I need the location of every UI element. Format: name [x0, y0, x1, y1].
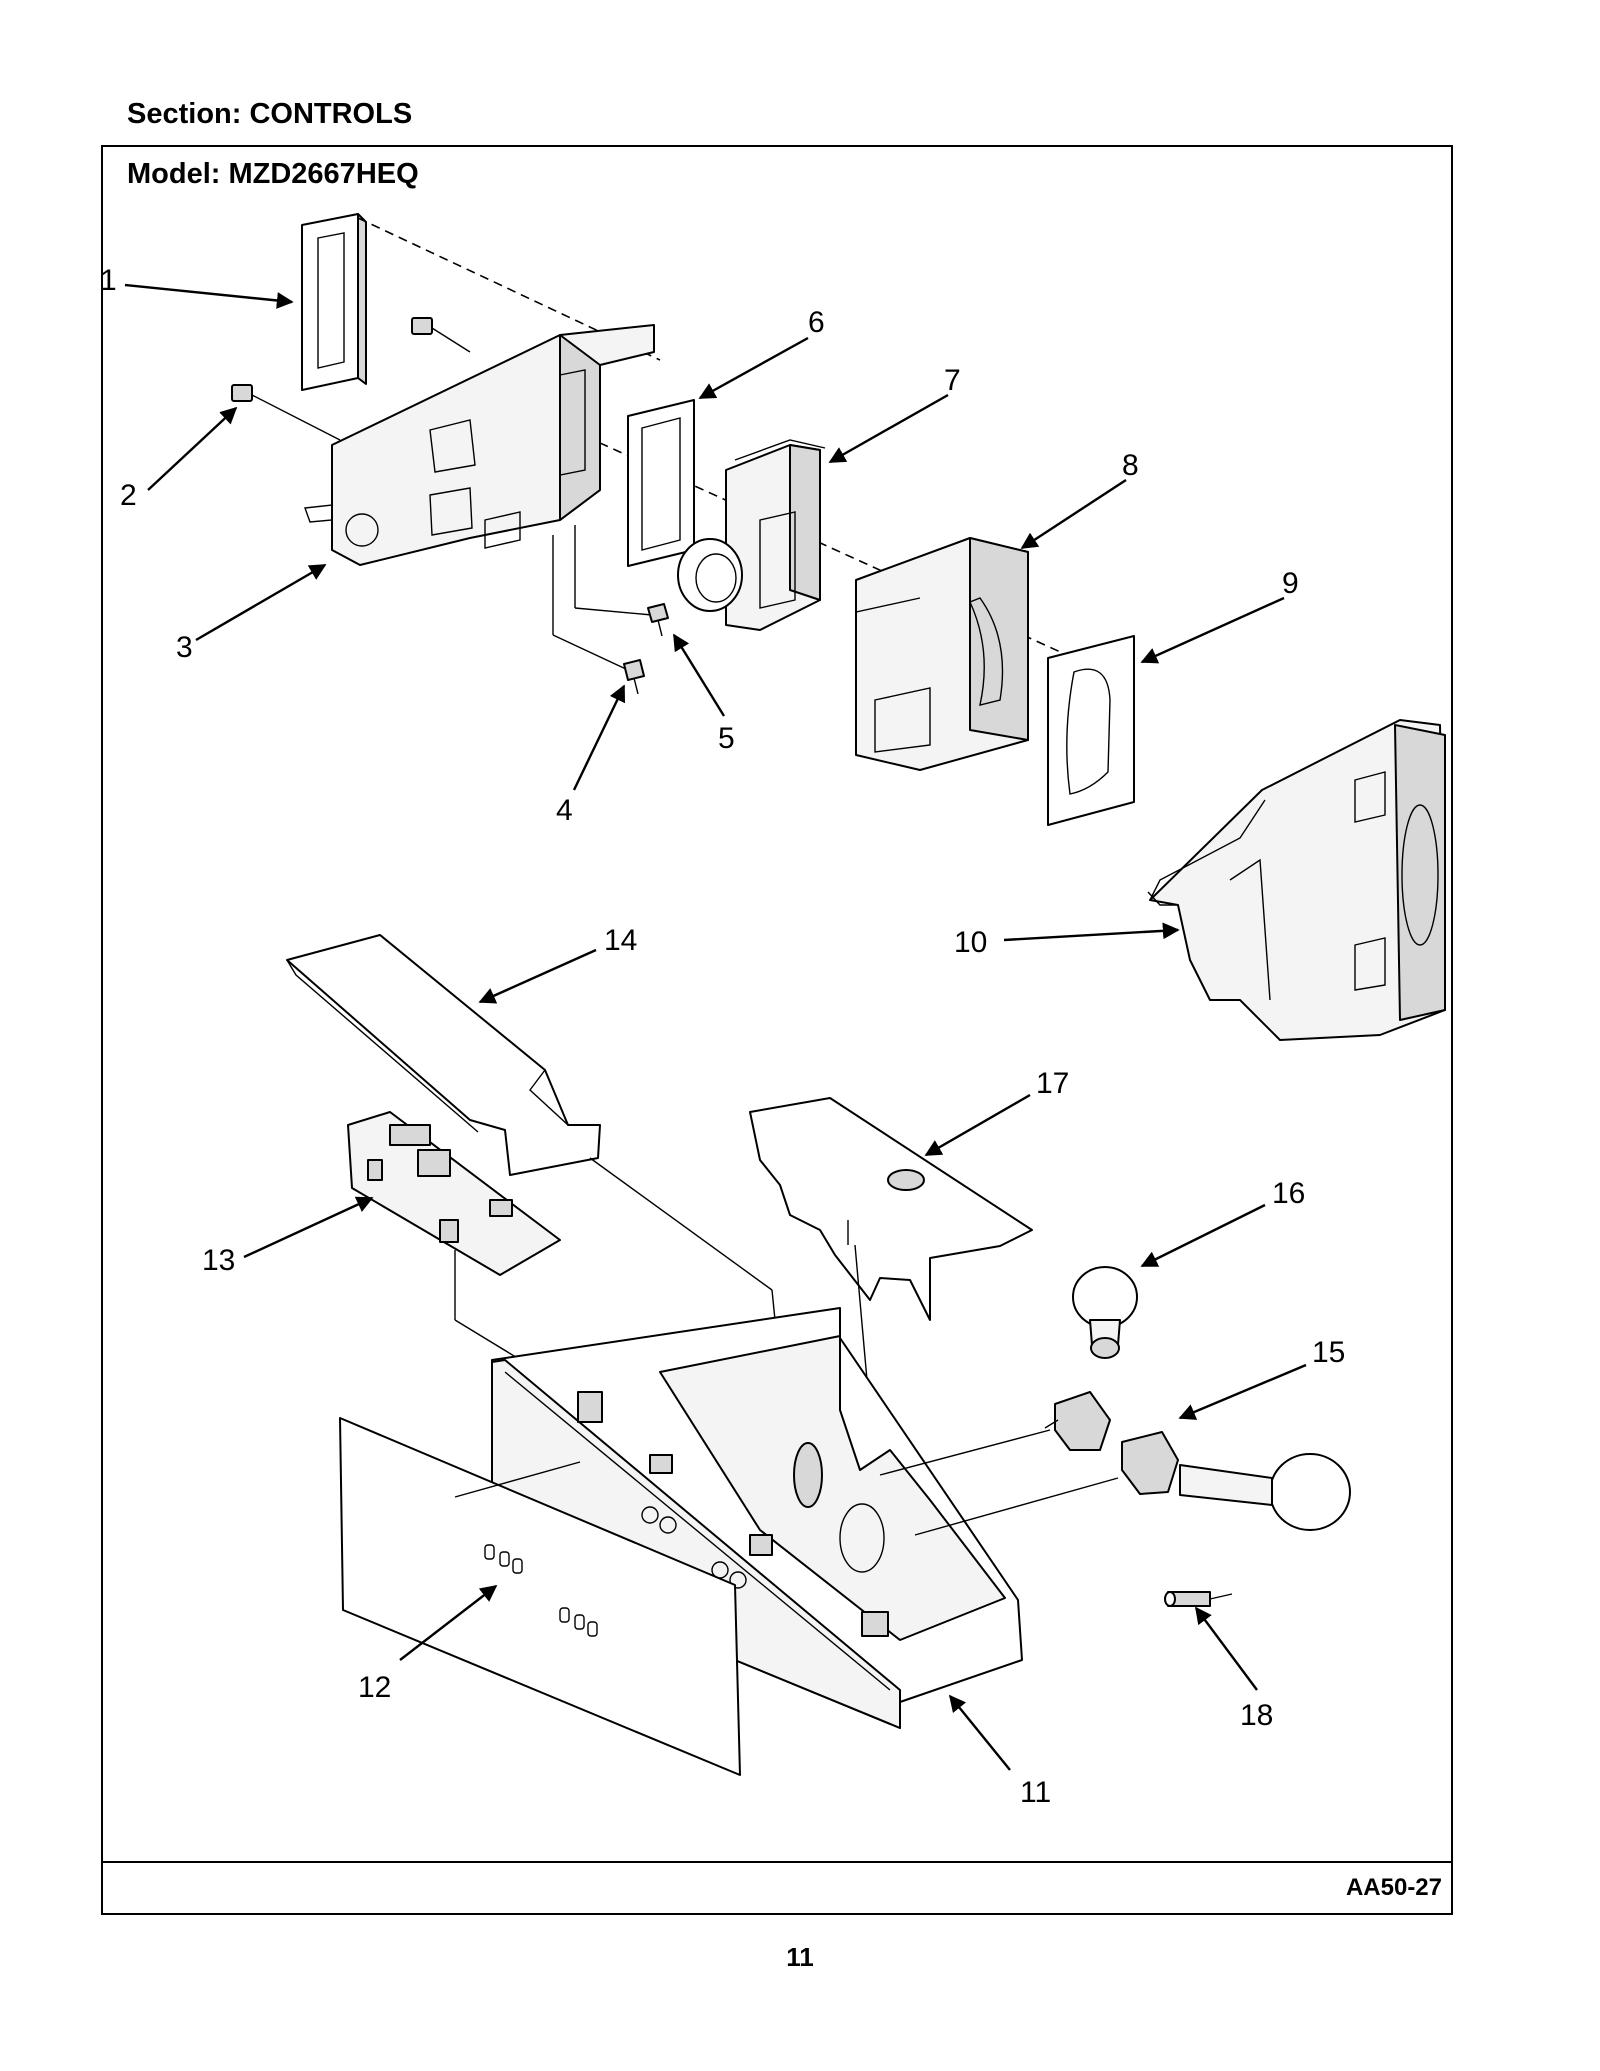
callout-3: 3 [176, 631, 193, 664]
frame-divider [101, 1861, 1453, 1863]
page-number: 11 [786, 1942, 814, 1972]
callout-14: 14 [604, 924, 637, 957]
part-15-bulb [1179, 1453, 1351, 1531]
callout-9: 9 [1282, 567, 1299, 600]
callout-12: 12 [358, 1671, 391, 1704]
callout-17: 17 [1036, 1067, 1069, 1100]
part-13-control-board [347, 1111, 561, 1276]
part-16-bulb [1072, 1266, 1138, 1359]
part-6-gasket [627, 399, 695, 567]
diagram-frame [101, 145, 1453, 1915]
model-title: Model: MZD2667HEQ [127, 158, 419, 190]
part-15-socket-lower [1121, 1431, 1179, 1495]
part-2-clip-upper [411, 317, 433, 335]
part-7-control-knob-bracket [677, 439, 826, 631]
part-3-control-housing [304, 324, 655, 566]
part-9-gasket [1047, 635, 1135, 826]
callout-18: 18 [1240, 1699, 1273, 1732]
part-12-overlay [339, 1417, 741, 1776]
part-8-dispenser-bezel [855, 537, 1029, 771]
part-4-screw [552, 535, 645, 695]
part-17-shield [749, 1097, 1033, 1321]
part-15-socket-upper [1044, 1391, 1111, 1451]
callout-11: 11 [1020, 1776, 1051, 1809]
part-10-dispenser-cover [1147, 719, 1446, 1041]
callout-leaders [124, 283, 1307, 1771]
part-14-top-cover [286, 934, 601, 1176]
callout-4: 4 [556, 794, 573, 827]
section-title: Section: CONTROLS [127, 98, 413, 130]
callout-5: 5 [718, 722, 735, 755]
callout-15: 15 [1312, 1336, 1345, 1369]
callout-13: 13 [202, 1244, 235, 1277]
callout-1: 1 [100, 264, 117, 297]
callout-16: 16 [1272, 1177, 1305, 1210]
part-2-clip [231, 384, 253, 402]
callout-8: 8 [1122, 449, 1139, 482]
part-5-screw [574, 525, 669, 637]
diagram-code: AA50-27 [1345, 1874, 1442, 1901]
part-11-control-panel [491, 1307, 1023, 1729]
callout-10: 10 [954, 926, 987, 959]
part-1-gasket [301, 213, 367, 391]
part-18-fuse [1164, 1591, 1233, 1607]
callout-2: 2 [120, 479, 137, 512]
callout-7: 7 [944, 364, 961, 397]
callout-6: 6 [808, 306, 825, 339]
